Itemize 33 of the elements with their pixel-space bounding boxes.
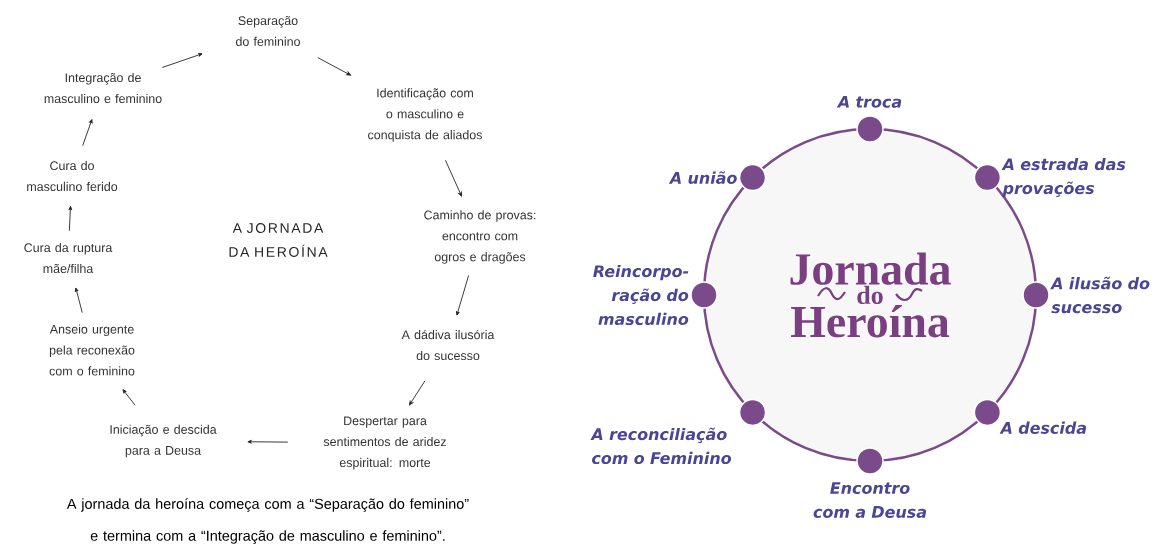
arrow [161,53,203,68]
dot [738,163,767,192]
dot [738,398,767,427]
dot [856,447,884,475]
stage-text: Despertar para sentimentos de aridez espiritual: morte [323,416,446,470]
stage-label: A ilusão do sucesso [1050,276,1150,314]
stage-text: Caminho de provas: encontro com ogros e dragões [424,210,536,264]
arrow [122,389,136,406]
caption: A jornada da heroína começa com a “Separação do feminino” e termina com a “Integração de masculino e feminino”. [66,498,469,544]
arrow [74,287,83,314]
arrow [247,439,289,444]
dot [973,163,1002,192]
stage-text: Cura da ruptura mãe/filha [24,242,113,274]
stage-label: Reincorpo-ração do masculino [593,264,689,326]
arrow [68,205,73,232]
stage-text: Cura do masculino ferido [27,160,118,192]
stage-text: Iniciação e descida para a Deusa [110,424,217,458]
arrow [82,119,93,146]
stage-text: Identificação com o masculino e conquista de aliados [368,88,482,142]
arrow [409,380,426,406]
stage-text: Integração de masculino e feminino [44,72,162,104]
stage-text: Anseio urgente pela reconexão com o feminino [49,324,135,376]
dot [856,115,884,143]
stage-label: A troca [836,95,902,108]
dot [690,281,718,309]
dot [1022,281,1050,309]
diagram-heading: A JORNADA DA HEROÍNA [229,223,328,257]
arrow [456,275,470,316]
arrow [445,159,462,197]
stage-text: A dádiva ilusória do sucesso [401,329,495,361]
stage-label: Encontro com a Deusa [813,482,926,518]
arrow [317,57,351,76]
stage-text: Separação do feminino [236,16,300,46]
